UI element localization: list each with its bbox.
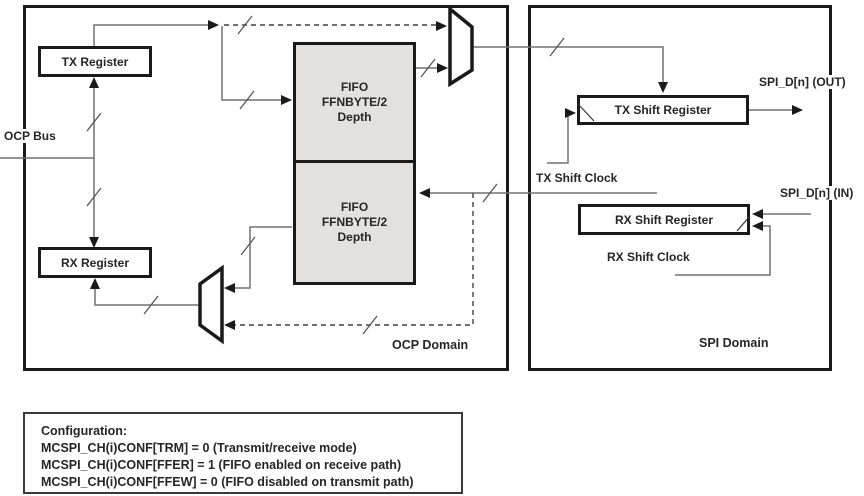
configuration-box: Configuration: MCSPI_CH(i)CONF[TRM] = 0 … (23, 412, 463, 494)
ocp-domain-label: OCP Domain (392, 338, 469, 352)
rx-fifo-line2: FFNBYTE/2 (321, 215, 388, 229)
tx-shift-register-label: TX Shift Register (614, 103, 712, 117)
rx-register-box: RX Register (38, 247, 152, 278)
tx-register-box: TX Register (38, 46, 152, 77)
ocp-domain-box (23, 5, 509, 371)
tx-shift-register-box: TX Shift Register (577, 95, 749, 125)
tx-fifo-line2: FFNBYTE/2 (321, 95, 388, 109)
tx-fifo-box: FIFO FFNBYTE/2 Depth (293, 42, 416, 163)
rx-shift-register-box: RX Shift Register (578, 204, 750, 235)
configuration-title: Configuration: (41, 424, 128, 438)
configuration-line-trm: MCSPI_CH(i)CONF[TRM] = 0 (Transmit/recei… (41, 441, 357, 455)
spi-d-out-label: SPI_D[n] (OUT) (757, 75, 848, 89)
rx-register-label: RX Register (60, 255, 130, 270)
tx-fifo-line1: FIFO (340, 80, 369, 94)
rx-shift-register-label: RX Shift Register (614, 212, 713, 227)
rx-fifo-box: FIFO FFNBYTE/2 Depth (293, 160, 416, 285)
tx-register-label: TX Register (61, 54, 129, 69)
rx-fifo-line3: Depth (337, 230, 372, 244)
spi-d-in-label: SPI_D[n] (IN) (778, 186, 856, 200)
configuration-line-ffer: MCSPI_CH(i)CONF[FFER] = 1 (FIFO enabled … (41, 458, 402, 472)
tx-fifo-line3: Depth (337, 110, 372, 124)
rx-shift-clock-label: RX Shift Clock (607, 250, 690, 264)
spi-domain-label: SPI Domain (699, 336, 769, 350)
configuration-line-ffew: MCSPI_CH(i)CONF[FFEW] = 0 (FIFO disabled… (41, 475, 414, 489)
rx-fifo-line1: FIFO (340, 200, 369, 214)
ocp-bus-label: OCP Bus (2, 129, 58, 143)
tx-shift-clock-label: TX Shift Clock (536, 171, 618, 185)
